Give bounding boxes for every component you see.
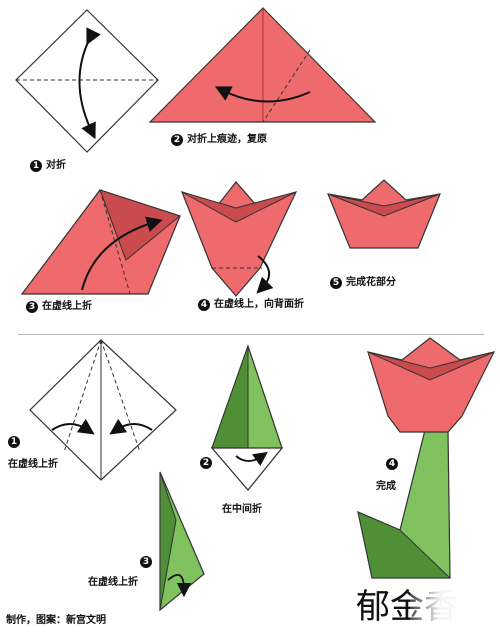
fold-arrow — [109, 418, 153, 435]
step-number: 3 — [140, 556, 152, 568]
step-text: 对折上痕迹，复原 — [187, 134, 267, 145]
step-number: 4 — [198, 298, 210, 311]
flower-step2-label: 2 对折上痕迹，复原 — [171, 133, 267, 147]
stem-step4-figure — [357, 337, 496, 579]
flower-step1-label: 1 对折 — [30, 159, 66, 173]
fold-arrow — [235, 451, 268, 467]
step-text: 完成 — [376, 481, 396, 492]
fold-arrow — [167, 573, 192, 598]
fold-arrow — [81, 216, 163, 291]
step-number: 2 — [200, 457, 212, 469]
stem-step3-number: 3 — [140, 556, 156, 569]
flower-step5-figure — [327, 179, 441, 249]
stem-step3-label: 在虚线上折 — [88, 576, 138, 590]
stem-step2-number: 2 — [200, 457, 216, 470]
stem-step1-number: 1 — [8, 436, 24, 449]
step-number: 2 — [171, 133, 183, 146]
step-number: 1 — [8, 436, 20, 448]
stem-step4-label: 完成 — [376, 480, 396, 494]
stem-step2-label: 在中间折 — [222, 503, 262, 517]
flower-step5-label: 5 完成花部分 — [330, 276, 396, 290]
fold-arrow — [256, 255, 274, 294]
watermark-overlay — [410, 588, 496, 630]
step-text: 在虚线上，向背面折 — [214, 299, 304, 310]
stem-step2-figure — [210, 344, 284, 491]
stem-step1-figure — [29, 339, 177, 481]
step-text: 对折 — [46, 160, 66, 171]
step-number: 3 — [26, 300, 38, 313]
step-text: 在中间折 — [222, 504, 262, 515]
step-number: 4 — [386, 458, 398, 470]
credit-text: 制作，图案：新宫文明 — [6, 615, 106, 626]
flower-step3-label: 3 在虚线上折 — [26, 300, 92, 314]
step-text: 在虚线上折 — [42, 301, 92, 312]
section-divider — [18, 334, 484, 335]
flower-step4-label: 4 在虚线上，向背面折 — [198, 298, 304, 312]
step-text: 完成花部分 — [346, 277, 396, 288]
fold-arrow — [78, 27, 101, 140]
step-text: 在虚线上折 — [8, 459, 58, 470]
stem-step4-number: 4 — [386, 458, 402, 471]
flower-step3-figure — [20, 189, 182, 295]
step-number: 1 — [30, 159, 42, 172]
flower-step1-figure — [15, 9, 159, 153]
fold-arrow — [51, 418, 95, 435]
stem-step3-figure — [159, 471, 205, 612]
fold-arrow — [214, 86, 311, 103]
stem-step1-label: 在虚线上折 — [8, 458, 58, 472]
flower-step4-figure — [180, 181, 298, 297]
step-number: 5 — [330, 276, 342, 289]
flower-step2-figure — [148, 7, 377, 123]
step-text: 在虚线上折 — [88, 577, 138, 588]
